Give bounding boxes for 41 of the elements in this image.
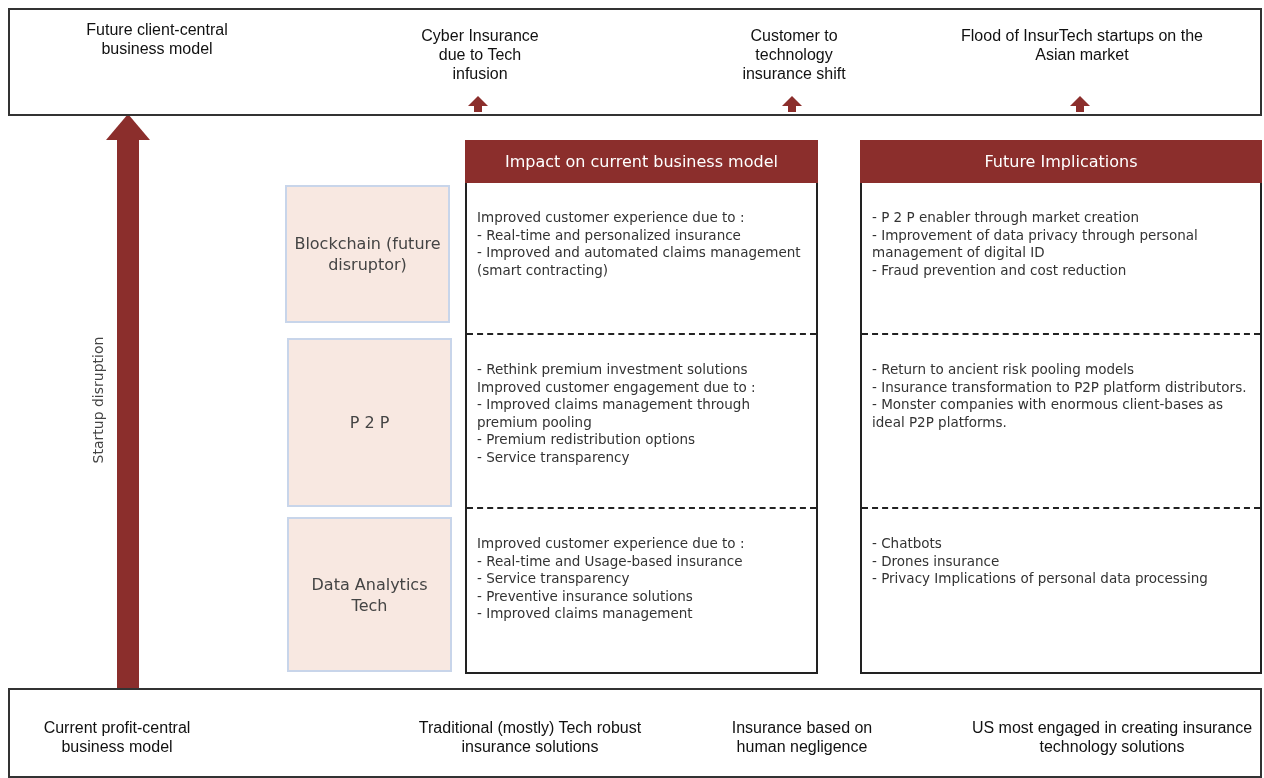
band-text: Future client-central business model <box>82 10 232 114</box>
bullet-item: - Return to ancient risk pooling models <box>872 361 1136 379</box>
band-text: Flood of InsurTech startups on the Asian market <box>957 16 1207 96</box>
bottom-band <box>8 688 1262 778</box>
table-column <box>860 140 1262 674</box>
bullet-item: Improved customer engagement due to : <box>477 378 757 396</box>
column-header: Impact on current business model <box>465 140 818 183</box>
bullet-item: - Service transparency <box>477 448 631 466</box>
band-text: Traditional (mostly) Tech robust insurance solutions <box>405 690 655 776</box>
band-text: Current profit-central business model <box>17 690 217 776</box>
top-band <box>8 8 1262 116</box>
bullet-item: - Real-time and Usage-based insurance <box>477 552 744 570</box>
bullet-item: - Improved claims management through premium pooling <box>477 396 751 431</box>
row-header: P 2 P <box>287 338 452 507</box>
bullet-item: - Improved claims management <box>477 605 694 623</box>
bullet-item: - Improved and automated claims management (smart contracting) <box>477 244 802 279</box>
bullet-item: - Premium redistribution options <box>477 431 697 449</box>
bullet-item: - P 2 P enabler through market creation <box>872 209 1141 227</box>
bullet-item: - Rethink premium investment solutions <box>477 361 749 379</box>
column-header: Future Implications <box>860 140 1262 183</box>
row-header: Data Analytics Tech <box>287 517 452 672</box>
bullet-item: - Privacy Implications of personal data processing <box>872 570 1209 588</box>
table-column <box>465 140 818 674</box>
bullet-item: - Monster companies with enormous client-bases as ideal P2P platforms. <box>872 396 1225 431</box>
bullet-item: - Service transparency <box>477 570 631 588</box>
bullet-item: Improved customer experience due to : <box>477 535 746 553</box>
bullet-item: - Improvement of data privacy through personal management of digital ID <box>872 226 1199 262</box>
bullet-item: - Insurance transformation to P2P platform distributors. <box>872 378 1248 396</box>
bullet-item: Improved customer experience due to : <box>477 209 746 227</box>
band-text: US most engaged in creating insurance technology solutions <box>962 690 1262 776</box>
bullet-item: - Drones insurance <box>872 552 1001 570</box>
edge-label: Startup disruption <box>90 335 106 466</box>
band-text: Cyber Insurance due to Tech infusion <box>415 16 545 96</box>
band-text: Insurance based on human negligence <box>707 690 897 776</box>
band-text: Customer to technology insurance shift <box>724 16 864 96</box>
bullet-item: - Fraud prevention and cost reduction <box>872 261 1128 279</box>
bullet-item: - Real-time and personalized insurance <box>477 226 742 244</box>
bullet-item: - Chatbots <box>872 535 943 553</box>
bullet-item: - Preventive insurance solutions <box>477 587 694 605</box>
arrow <box>106 114 150 690</box>
row-header: Blockchain (future disruptor) <box>285 185 450 323</box>
